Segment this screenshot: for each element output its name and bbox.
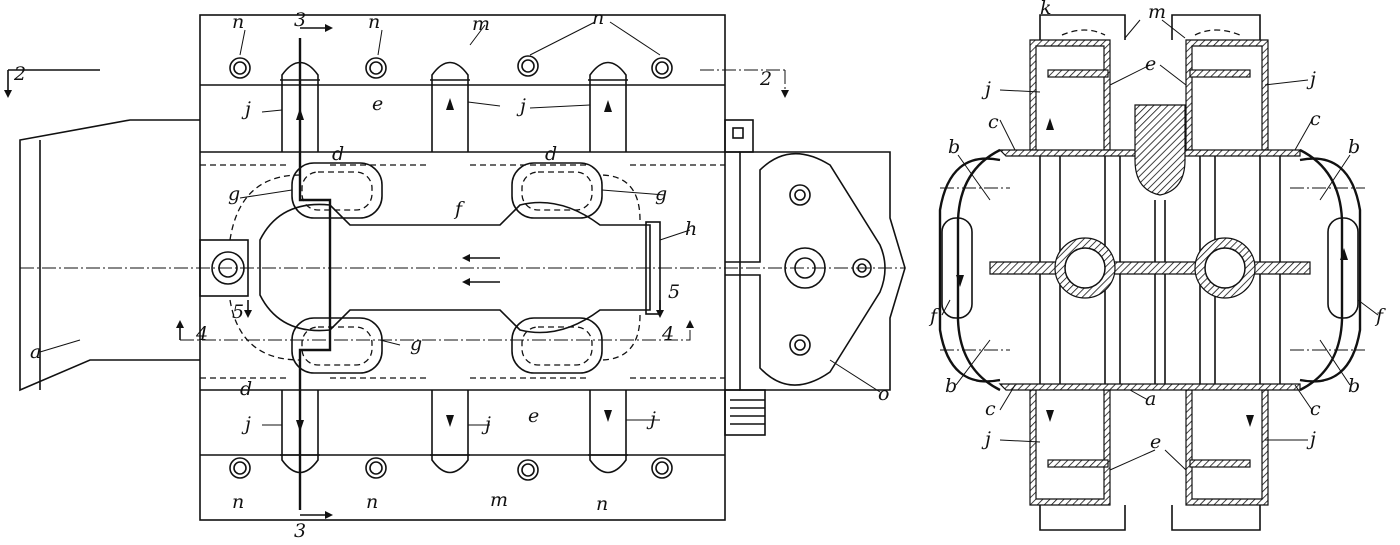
label-d: d	[240, 378, 252, 400]
label-j: j	[981, 428, 991, 450]
label-e: e	[1150, 431, 1161, 453]
label-b: b	[1348, 136, 1360, 158]
label-f: f	[928, 305, 940, 327]
label-section-5: 5	[668, 281, 680, 303]
cross-section-figure	[938, 14, 1365, 531]
label-m: m	[490, 489, 508, 511]
label-j: j	[481, 413, 491, 435]
bolt-holes	[229, 55, 673, 481]
label-n: n	[596, 493, 608, 515]
cross-section-labels: k m e e j j j j c c c c b b b b f f a	[928, 0, 1386, 471]
label-c: c	[988, 111, 999, 133]
label-e: e	[1145, 53, 1156, 75]
label-section-3: 3	[294, 9, 306, 31]
label-c: c	[985, 398, 996, 420]
label-c: c	[1310, 398, 1321, 420]
label-o: o	[878, 383, 889, 405]
label-section-2: 2	[759, 68, 772, 90]
label-b: b	[948, 136, 960, 158]
label-m: m	[1148, 1, 1166, 23]
label-j: j	[241, 413, 251, 435]
label-f: f	[1374, 305, 1386, 327]
label-e: e	[528, 405, 539, 427]
label-b: b	[1348, 375, 1360, 397]
label-g: g	[228, 183, 240, 205]
label-a: a	[30, 341, 41, 363]
label-h: h	[685, 218, 697, 240]
exhaust-manifold	[259, 201, 651, 334]
label-n: n	[232, 11, 244, 33]
port-bottom-left	[291, 317, 383, 374]
label-k: k	[1040, 0, 1052, 19]
label-d: d	[332, 143, 344, 165]
tubes-top	[280, 61, 628, 152]
label-section-5: 5	[232, 301, 244, 323]
label-j: j	[981, 78, 991, 100]
label-j: j	[241, 98, 251, 120]
label-g: g	[655, 183, 667, 205]
label-f: f	[453, 198, 465, 220]
label-b: b	[945, 375, 957, 397]
label-d: d	[545, 143, 557, 165]
cover-plate	[725, 152, 886, 386]
label-j: j	[516, 95, 526, 117]
label-g: g	[410, 333, 422, 355]
label-section-4: 4	[195, 323, 208, 345]
label-c: c	[1310, 108, 1321, 130]
label-section-4: 4	[661, 323, 674, 345]
label-j: j	[1306, 68, 1316, 90]
port-bottom-right	[511, 317, 603, 374]
label-a: a	[1145, 388, 1156, 410]
label-j: j	[646, 408, 656, 430]
label-section-3: 3	[294, 520, 306, 542]
label-j: j	[1306, 428, 1316, 450]
label-n: n	[232, 491, 244, 513]
label-e: e	[372, 93, 383, 115]
label-m: m	[472, 13, 490, 35]
plan-view-labels: n n n n n n m m 3 3 2 2 j j j j j e e d …	[13, 7, 889, 542]
tubes-bottom	[280, 390, 628, 474]
label-n: n	[592, 7, 604, 29]
inlet-wedge	[19, 119, 200, 392]
label-n: n	[366, 491, 378, 513]
label-n: n	[368, 11, 380, 33]
plan-view-figure	[4, 14, 906, 521]
label-section-2: 2	[13, 63, 26, 85]
